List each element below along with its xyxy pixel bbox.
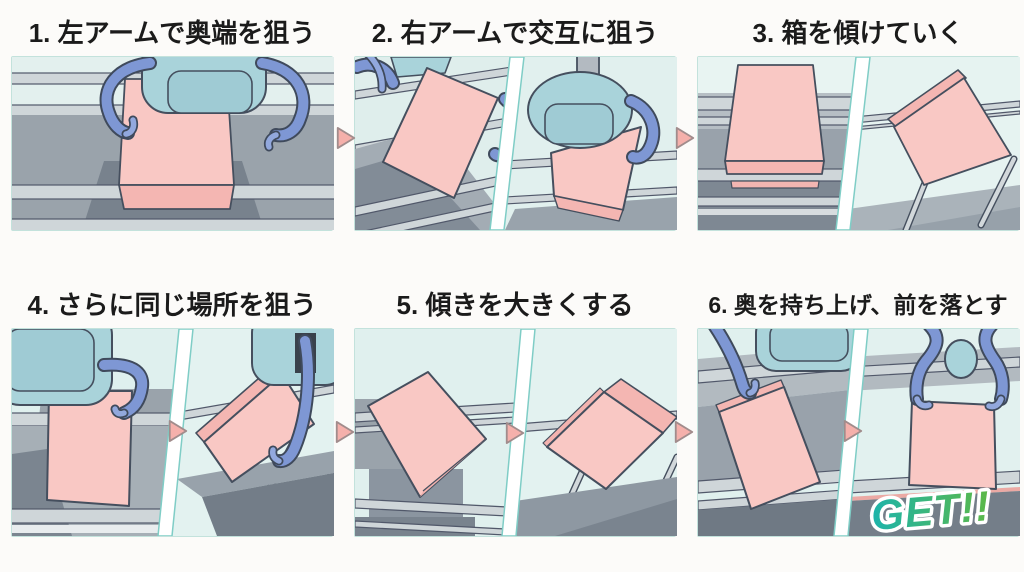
claw-arm-icon — [624, 94, 661, 165]
sub-scene-right — [842, 57, 1020, 230]
step-4-title: 4. さらに同じ場所を狙う — [27, 290, 317, 320]
step-6-title: 6. 奥を持ち上げ、前を落とす — [708, 292, 1008, 318]
arrow-right-icon — [842, 418, 864, 444]
claw-arm-icon — [268, 334, 315, 469]
arrow-right-icon — [673, 419, 695, 445]
arrow-right-icon — [334, 419, 356, 445]
arrow-right-icon — [335, 125, 357, 151]
step-6-illustration: GET!! — [697, 328, 1020, 537]
scene-divider — [489, 57, 525, 230]
claw-arm-icon — [707, 329, 760, 400]
step-5-title: 5. 傾きを大きくする — [396, 290, 634, 320]
step-3-title: 3. 箱を傾けていく — [752, 18, 964, 48]
left-claw-arm-icon — [99, 57, 157, 140]
step-5: 5. 傾きを大きくする — [354, 286, 677, 537]
claw-arm-icon — [97, 357, 150, 420]
step-1-title: 1. 左アームで奥端を狙う — [28, 18, 316, 48]
sub-scene-left — [698, 57, 862, 230]
prize-box — [542, 378, 677, 490]
sub-scene-right — [511, 329, 677, 536]
arrow-right-icon — [674, 125, 696, 151]
step-1-illustration — [11, 56, 334, 231]
get-badge: GET!! — [869, 482, 992, 536]
step-4-illustration — [11, 328, 334, 537]
step-3-illustration — [697, 56, 1020, 231]
prize-box — [382, 67, 499, 199]
claw-machine-head — [141, 57, 267, 114]
sub-scene-right — [168, 329, 334, 536]
claw-machine-head — [12, 329, 113, 406]
sub-scene-left — [355, 57, 518, 230]
prize-box — [367, 371, 487, 498]
step-6: 6. 奥を持ち上げ、前を落とす — [697, 286, 1020, 537]
sub-scene-right — [500, 57, 677, 230]
arrow-right-icon — [167, 418, 189, 444]
step-2-illustration — [354, 56, 677, 231]
prize-box — [908, 400, 997, 490]
arrow-right-icon — [504, 420, 526, 446]
sub-scene-left — [355, 329, 525, 536]
step-2-title: 2. 右アームで交互に狙う — [371, 18, 659, 48]
claw-icon — [909, 329, 1010, 412]
step-1: 1. 左アームで奥端を狙う — [11, 14, 334, 231]
prize-box — [724, 64, 825, 189]
sub-scene-right: GET!! — [845, 329, 1020, 536]
prize-box — [195, 364, 315, 483]
prize-box — [887, 69, 1012, 186]
step-3: 3. 箱を傾けていく — [697, 14, 1020, 231]
sub-scene-left — [12, 329, 184, 536]
step-4: 4. さらに同じ場所を狙う — [11, 286, 334, 537]
right-claw-arm-icon — [255, 57, 311, 152]
claw-machine-head — [527, 71, 633, 149]
machine-head-fragment — [755, 329, 858, 372]
scene-divider — [835, 57, 871, 230]
step-2: 2. 右アームで交互に狙う — [354, 14, 677, 231]
machine-head-fragment — [251, 329, 334, 386]
sub-scene-left — [698, 329, 858, 536]
